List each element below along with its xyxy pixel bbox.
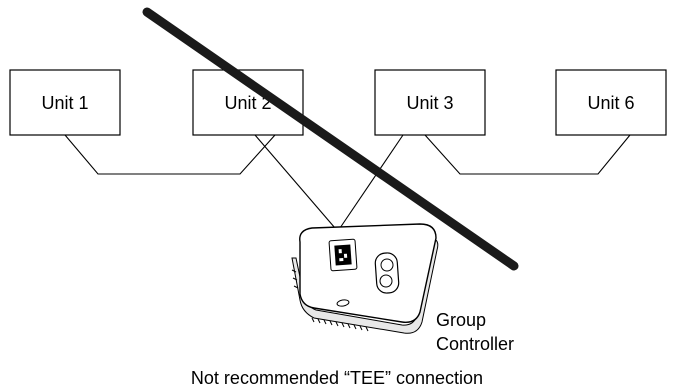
diagram-caption: Not recommended “TEE” connection <box>191 368 483 388</box>
unit-1: Unit 1 <box>9 69 121 136</box>
controller-button-panel <box>374 252 400 294</box>
controller-top-face <box>299 223 437 323</box>
unit-label: Unit 6 <box>587 93 634 113</box>
unit-3: Unit 3 <box>374 69 486 136</box>
controller-display <box>328 238 358 272</box>
wire-unit3-controller <box>339 134 404 229</box>
unit-2: Unit 2 <box>192 69 304 136</box>
controller-label-line2: Controller <box>436 334 514 354</box>
group-controller-device <box>291 223 439 334</box>
unit-box <box>374 69 486 136</box>
brand-logo <box>336 299 350 307</box>
wire-unit2-controller <box>254 134 336 229</box>
wiring <box>64 134 631 229</box>
unit-label: Unit 3 <box>406 93 453 113</box>
controller-label-line1: Group <box>436 310 486 330</box>
wire-unit3-unit6 <box>424 134 631 175</box>
strike-through-bar <box>142 7 519 271</box>
unit-box <box>9 69 121 136</box>
controller-vents <box>291 269 369 332</box>
unit-box <box>555 69 667 136</box>
unit-label: Unit 1 <box>41 93 88 113</box>
wire-unit1-unit2 <box>64 134 276 175</box>
unit-label: Unit 2 <box>224 93 271 113</box>
unit-6: Unit 6 <box>555 69 667 136</box>
